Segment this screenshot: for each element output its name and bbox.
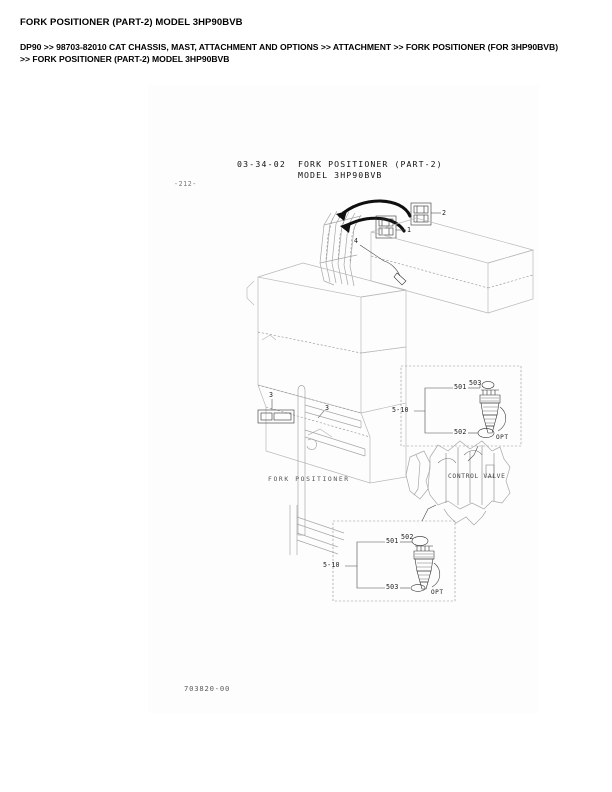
breadcrumb-line-2: >> FORK POSITIONER (PART-2) MODEL 3HP90B… <box>20 54 230 65</box>
part-box-1-graphic <box>375 215 406 239</box>
opt-upper-group-ref: 5-10 <box>392 406 409 414</box>
opt-upper-item-503: 503 <box>469 379 482 387</box>
truck-body-graphic <box>246 217 535 484</box>
hydraulic-hose-routing <box>336 199 412 233</box>
opt-lower-option-tag: OPT <box>431 589 444 596</box>
callout-4-graphic <box>359 244 407 286</box>
parts-diagram-illustration: .ln { fill:none; stroke:#b9b9b9; stroke-… <box>246 199 535 602</box>
opt-lower-item-501: 501 <box>386 537 399 545</box>
diagram-panel: .ln { fill:none; stroke:#b9b9b9; stroke-… <box>148 85 539 713</box>
part-box-2-graphic <box>410 202 441 226</box>
cartridge-valve-upper <box>479 389 507 434</box>
hose-arrow-head-upper <box>336 211 347 221</box>
callout-label-4: 4 <box>354 237 359 245</box>
valve-connector-line <box>467 445 479 462</box>
callout-label-3-mast: 3 <box>325 404 330 412</box>
opt-detail-box-lower-graphic <box>332 504 456 602</box>
hose-arrow-head-lower <box>340 222 351 233</box>
opt-lower-group-ref: 5-10 <box>323 561 340 569</box>
drawing-number: 703820-00 <box>184 684 231 693</box>
fork-positioner-label: FORK POSITIONER <box>268 475 350 483</box>
page-marker: -212- <box>174 180 197 188</box>
diagram-title-line-1: FORK POSITIONER (PART-2) <box>298 159 443 169</box>
control-valve-graphic <box>405 440 511 526</box>
callout-label-3-bracket: 3 <box>269 391 274 399</box>
breadcrumb-line-1: DP90 >> 98703-82010 CAT CHASSIS, MAST, A… <box>20 42 559 52</box>
control-valve-label: CONTROL VALVE <box>448 473 506 480</box>
callout-label-2: 2 <box>442 209 447 217</box>
opt-lower-item-503: 503 <box>386 583 399 591</box>
opt-upper-option-tag: OPT <box>496 434 509 441</box>
diagram-section-code: 03-34-02 <box>237 159 287 169</box>
opt-detail-box-upper-graphic <box>400 365 522 447</box>
opt-upper-item-501: 501 <box>454 383 467 391</box>
fork-positioner-graphic <box>257 385 366 555</box>
cartridge-valve-lower <box>413 545 441 590</box>
callout-label-1: 1 <box>407 226 412 234</box>
opt-upper-item-502: 502 <box>454 428 467 436</box>
page-title: FORK POSITIONER (PART-2) MODEL 3HP90BVB <box>20 17 243 28</box>
opt-lower-item-502: 502 <box>401 533 414 541</box>
breadcrumb: DP90 >> 98703-82010 CAT CHASSIS, MAST, A… <box>20 41 598 65</box>
diagram-title-line-2: MODEL 3HP90BVB <box>298 170 383 180</box>
